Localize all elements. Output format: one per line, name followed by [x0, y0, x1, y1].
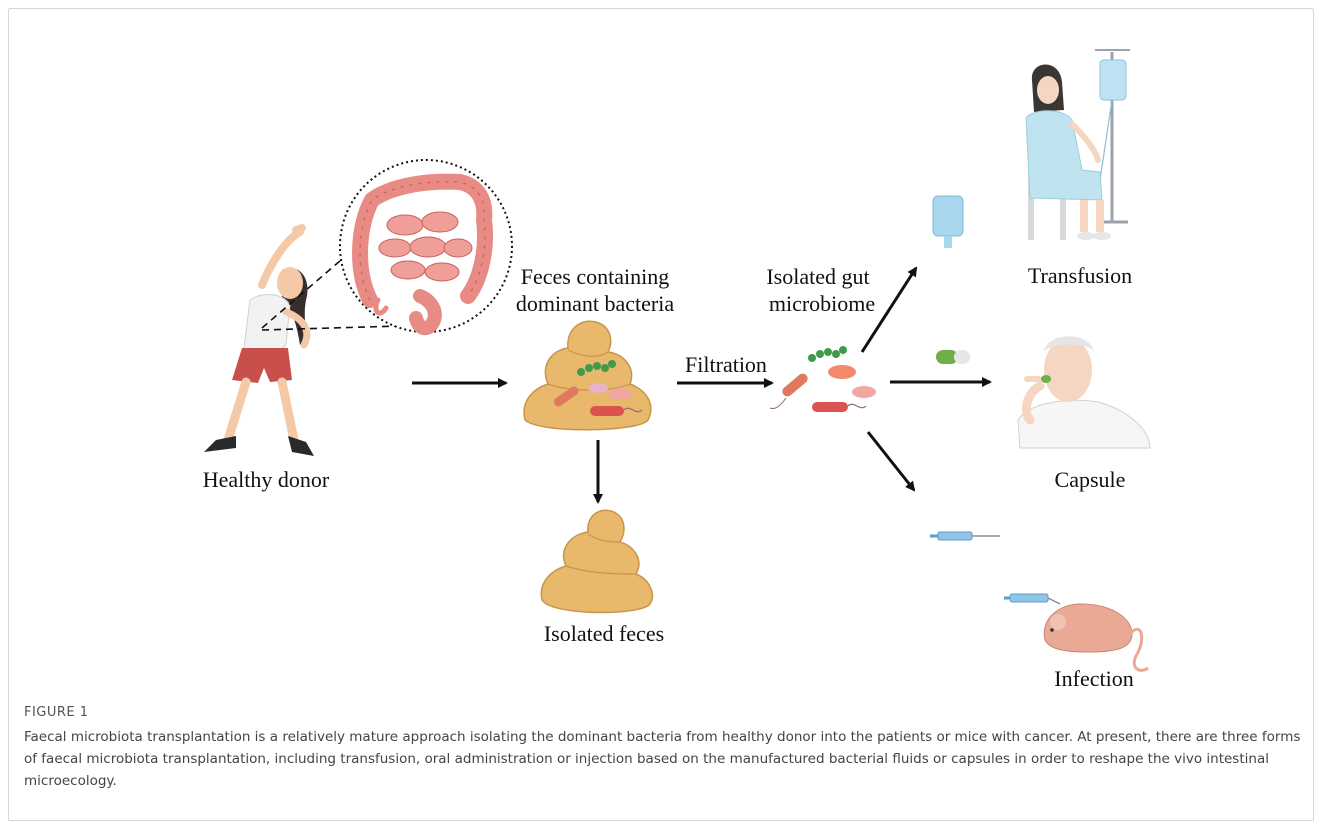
label-healthy-donor: Healthy donor	[203, 467, 330, 492]
label-capsule: Capsule	[1055, 467, 1126, 492]
capsule-icon	[936, 350, 970, 364]
isolated-feces-icon	[541, 510, 652, 612]
label-infection: Infection	[1054, 666, 1133, 691]
label-feces-line2: dominant bacteria	[516, 291, 674, 316]
label-filtration: Filtration	[685, 352, 767, 377]
arrow-to-injection	[868, 432, 914, 490]
infection-mouse-illustration	[1004, 594, 1148, 670]
intestine-inset	[340, 160, 512, 332]
fmt-diagram: Healthy donor Feces containing dominant …	[0, 0, 1322, 700]
label-isolated-feces: Isolated feces	[544, 621, 664, 646]
figure-number: FIGURE 1	[24, 705, 1304, 720]
feces-with-bacteria-icon	[524, 321, 651, 430]
capsule-patient-illustration	[1018, 336, 1150, 448]
label-gut-line2: microbiome	[769, 291, 875, 316]
caption-text: Faecal microbiota transplantation is a r…	[24, 726, 1304, 792]
healthy-donor-figure	[204, 228, 314, 456]
iv-bag-icon	[933, 196, 963, 248]
label-feces-line1: Feces containing	[521, 264, 669, 289]
transfusion-patient-illustration	[1026, 50, 1130, 240]
figure-caption: FIGURE 1 Faecal microbiota transplantati…	[24, 705, 1304, 792]
syringe-icon	[930, 532, 1000, 540]
isolated-microbiome-icon	[770, 346, 876, 412]
label-gut-line1: Isolated gut	[766, 264, 869, 289]
label-transfusion: Transfusion	[1028, 263, 1132, 288]
